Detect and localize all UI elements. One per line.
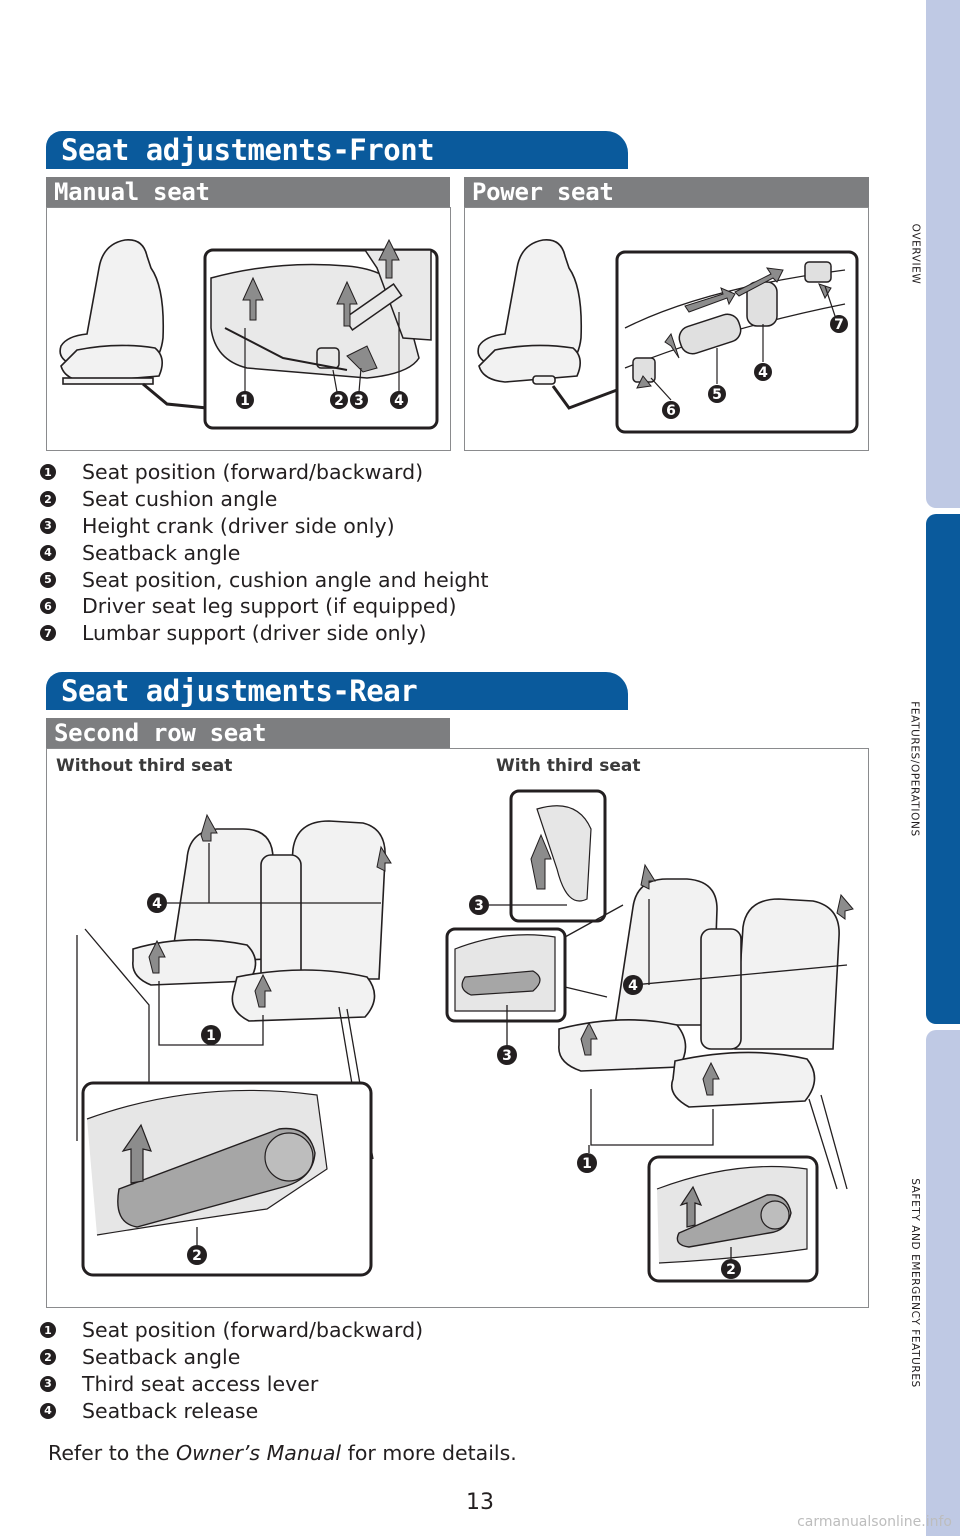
svg-text:2: 2 [726, 1262, 736, 1278]
legend-text: Seatback angle [82, 1345, 241, 1370]
svg-text:4: 4 [758, 365, 768, 381]
legend-text: Seat position (forward/backward) [82, 460, 424, 485]
svg-text:3: 3 [354, 393, 364, 409]
second-row-header: Second row seat [46, 718, 450, 749]
side-tabs [926, 0, 960, 1536]
svg-text:6: 6 [666, 403, 676, 419]
manual-seat-label: Manual seat [54, 178, 210, 206]
callout-number: 4 [40, 1402, 56, 1419]
callout-number: 7 [40, 625, 56, 642]
owners-manual-ref: Owner’s Manual [175, 1441, 342, 1465]
page-number: 13 [466, 1490, 494, 1515]
svg-text:4: 4 [394, 393, 404, 409]
svg-text:3: 3 [502, 1048, 512, 1064]
front-section-title: Seat adjustments-Front [61, 133, 435, 167]
callout-number: 3 [40, 1375, 56, 1392]
svg-text:1: 1 [582, 1156, 592, 1172]
side-tab-overview[interactable] [926, 0, 960, 508]
legend-text: Third seat access lever [82, 1371, 319, 1396]
legend-item: 7 Lumbar support (driver side only) [40, 620, 488, 647]
legend-text: Seatback release [82, 1398, 259, 1423]
manual-seat-illustration: 1 2 3 4 [46, 207, 451, 451]
legend-item: 2 Seat cushion angle [40, 486, 488, 513]
callout-number: 6 [40, 598, 56, 615]
svg-text:5: 5 [712, 387, 722, 403]
manual-seat-header: Manual seat [46, 177, 450, 208]
svg-text:4: 4 [628, 978, 638, 994]
side-tab-safety[interactable] [926, 1030, 960, 1536]
side-label-features: FEATURES/OPERATIONS [909, 701, 921, 837]
legend-text: Lumbar support (driver side only) [82, 621, 427, 646]
legend-item: 5 Seat position, cushion angle and height [40, 566, 488, 593]
legend-item: 3 Third seat access lever [40, 1371, 423, 1398]
refer-pre: Refer to the [48, 1441, 176, 1465]
rear-seat-illustration: 4 1 2 [46, 748, 869, 1308]
legend-text: Driver seat leg support (if equipped) [82, 594, 457, 619]
power-seat-illustration: 4 5 6 7 [464, 207, 869, 451]
svg-text:1: 1 [206, 1028, 216, 1044]
svg-text:7: 7 [834, 317, 844, 333]
rear-section-header: Seat adjustments-Rear [46, 672, 628, 710]
front-section-header: Seat adjustments-Front [46, 131, 628, 169]
legend-item: 1 Seat position (forward/backward) [40, 459, 488, 486]
legend-item: 4 Seatback release [40, 1397, 423, 1424]
callout-number: 5 [40, 571, 56, 588]
legend-item: 3 Height crank (driver side only) [40, 513, 488, 540]
legend-item: 1 Seat position (forward/backward) [40, 1317, 423, 1344]
callout-number: 1 [40, 464, 56, 481]
legend-item: 4 Seatback angle [40, 539, 488, 566]
power-seat-header: Power seat [464, 177, 869, 208]
svg-text:4: 4 [152, 896, 162, 912]
legend-text: Seat position, cushion angle and height [82, 567, 489, 592]
callout-number: 3 [40, 517, 56, 534]
side-label-overview: OVERVIEW [909, 223, 921, 285]
second-row-label: Second row seat [54, 719, 267, 747]
legend-text: Seatback angle [82, 540, 241, 565]
legend-item: 6 Driver seat leg support (if equipped) [40, 593, 488, 620]
callout-number: 1 [40, 1322, 56, 1339]
svg-text:2: 2 [334, 393, 344, 409]
side-tab-features[interactable] [926, 514, 960, 1024]
legend-text: Height crank (driver side only) [82, 513, 395, 538]
svg-text:3: 3 [474, 898, 484, 914]
legend-text: Seat position (forward/backward) [82, 1318, 424, 1343]
callout-number: 2 [40, 1349, 56, 1366]
refer-post: for more details. [341, 1441, 517, 1465]
power-seat-label: Power seat [472, 178, 614, 206]
rear-section-title: Seat adjustments-Rear [61, 674, 418, 708]
legend-text: Seat cushion angle [82, 487, 278, 512]
side-label-safety: SAFETY AND EMERGENCY FEATURES [909, 1178, 921, 1388]
legend-item: 2 Seatback angle [40, 1344, 423, 1371]
watermark: carmanualsonline.info [797, 1514, 952, 1530]
callout-number: 4 [40, 544, 56, 561]
callout-number: 2 [40, 491, 56, 508]
svg-text:2: 2 [192, 1248, 202, 1264]
refer-note: Refer to the Owner’s Manual for more det… [48, 1441, 517, 1465]
without-third-seat-caption: Without third seat [56, 756, 233, 776]
svg-text:1: 1 [240, 393, 250, 409]
with-third-seat-caption: With third seat [496, 756, 641, 776]
